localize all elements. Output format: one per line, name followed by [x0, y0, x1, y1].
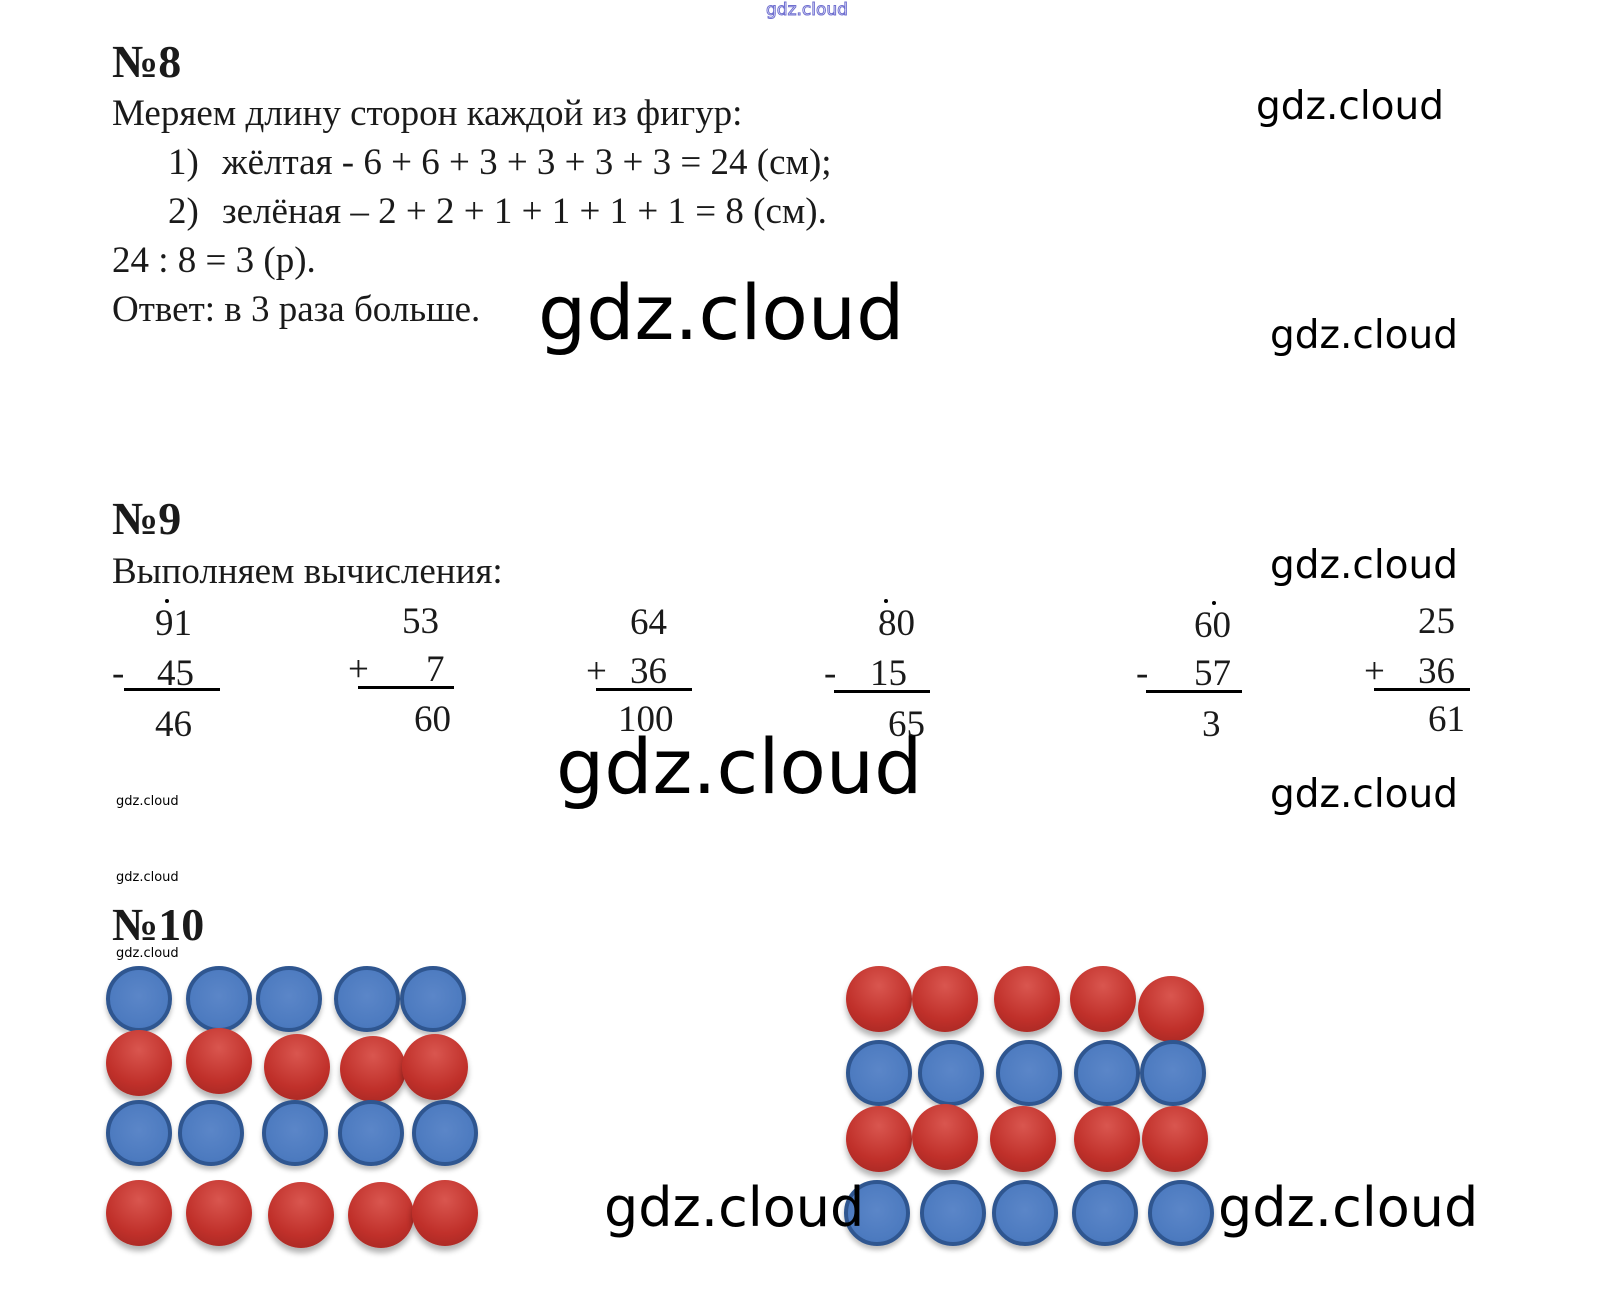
red-circle	[1070, 966, 1136, 1032]
operator: -	[824, 653, 837, 694]
watermark: gdz.cloud	[1218, 1176, 1479, 1239]
result-line	[1146, 690, 1242, 693]
task10-heading: №10	[112, 899, 205, 950]
blue-circle	[186, 966, 252, 1032]
red-circle	[412, 1180, 478, 1246]
result-line	[834, 690, 930, 693]
minuend: 91	[155, 603, 192, 644]
result-line	[124, 688, 220, 691]
red-circle	[1074, 1106, 1140, 1172]
red-circle	[186, 1028, 252, 1094]
result-line	[358, 686, 454, 689]
blue-circle	[846, 1040, 912, 1106]
red-circle	[268, 1182, 334, 1248]
subtrahend: 57	[1194, 653, 1231, 694]
operator: -	[112, 653, 125, 694]
blue-circle	[1148, 1180, 1214, 1246]
blue-circle	[178, 1100, 244, 1166]
red-circle	[348, 1182, 414, 1248]
red-circle	[106, 1030, 172, 1096]
task9-heading: №9	[112, 493, 182, 544]
blue-circle	[412, 1100, 478, 1166]
watermark: gdz.cloud	[556, 722, 923, 811]
watermark: gdz.cloud	[1270, 772, 1458, 817]
blue-circle	[106, 1100, 172, 1166]
red-circle	[990, 1106, 1056, 1172]
addend-top: 25	[1418, 601, 1455, 642]
watermark-small: gdz.cloud	[116, 794, 179, 809]
result: 46	[155, 704, 192, 745]
subtrahend: 45	[157, 653, 194, 694]
borrow-dot	[884, 599, 888, 603]
result: 61	[1428, 699, 1465, 740]
task9-intro: Выполняем вычисления:	[112, 551, 503, 592]
red-circle	[186, 1180, 252, 1246]
operator: +	[348, 649, 369, 690]
subtrahend: 15	[870, 653, 907, 694]
blue-circle	[918, 1040, 984, 1106]
addend-bottom: 7	[426, 649, 445, 690]
task8-line2-number: 2)	[168, 191, 199, 232]
result-line	[1374, 688, 1470, 691]
result: 100	[618, 699, 674, 740]
addend-bottom: 36	[1418, 651, 1455, 692]
red-circle	[912, 1104, 978, 1170]
operator: +	[586, 651, 607, 692]
red-circle	[912, 966, 978, 1032]
watermark: gdz.cloud	[1270, 313, 1458, 358]
operator: +	[1364, 651, 1385, 692]
red-circle	[1138, 976, 1204, 1042]
blue-circle	[1072, 1180, 1138, 1246]
task8-line2-text: зелёная – 2 + 2 + 1 + 1 + 1 + 1 = 8 (см)…	[222, 191, 827, 232]
red-circle	[340, 1036, 406, 1102]
operator: -	[1136, 653, 1149, 694]
task8-line1-number: 1)	[168, 142, 199, 183]
task8-line1-text: жёлтая - 6 + 6 + 3 + 3 + 3 + 3 = 24 (см)…	[222, 142, 832, 183]
task8-answer: Ответ: в 3 раза больше.	[112, 289, 481, 330]
blue-circle	[844, 1180, 910, 1246]
result: 3	[1202, 704, 1221, 745]
watermark-small: gdz.cloud	[116, 870, 179, 885]
red-circle	[1142, 1106, 1208, 1172]
minuend: 60	[1194, 605, 1231, 646]
watermark-small: gdz.cloud	[116, 946, 179, 961]
red-circle	[402, 1034, 468, 1100]
blue-circle	[920, 1180, 986, 1246]
watermark: gdz.cloud	[604, 1176, 865, 1239]
red-circle	[106, 1180, 172, 1246]
red-circle	[846, 1106, 912, 1172]
result: 65	[888, 704, 925, 745]
task8-calculation: 24 : 8 = 3 (р).	[112, 240, 316, 281]
blue-circle	[996, 1040, 1062, 1106]
blue-circle	[400, 966, 466, 1032]
result: 60	[414, 699, 451, 740]
minuend: 80	[878, 603, 915, 644]
addend-bottom: 36	[630, 651, 667, 692]
watermark: gdz.cloud	[1270, 543, 1458, 588]
task8-heading: №8	[112, 36, 182, 87]
addend-top: 64	[630, 602, 667, 643]
blue-circle	[1074, 1040, 1140, 1106]
watermark: gdz.cloud	[538, 268, 905, 357]
blue-circle	[334, 966, 400, 1032]
addend-top: 53	[402, 601, 439, 642]
red-circle	[994, 966, 1060, 1032]
watermark: gdz.cloud	[1256, 84, 1444, 129]
task8-intro: Меряем длину сторон каждой из фигур:	[112, 93, 743, 134]
blue-circle	[106, 966, 172, 1032]
blue-circle	[262, 1100, 328, 1166]
watermark-top: gdz.cloud	[766, 0, 849, 21]
borrow-dot	[1212, 601, 1216, 605]
blue-circle	[992, 1180, 1058, 1246]
result-line	[596, 688, 692, 691]
blue-circle	[256, 966, 322, 1032]
borrow-dot	[165, 599, 169, 603]
red-circle	[264, 1034, 330, 1100]
blue-circle	[338, 1100, 404, 1166]
red-circle	[846, 966, 912, 1032]
blue-circle	[1140, 1040, 1206, 1106]
